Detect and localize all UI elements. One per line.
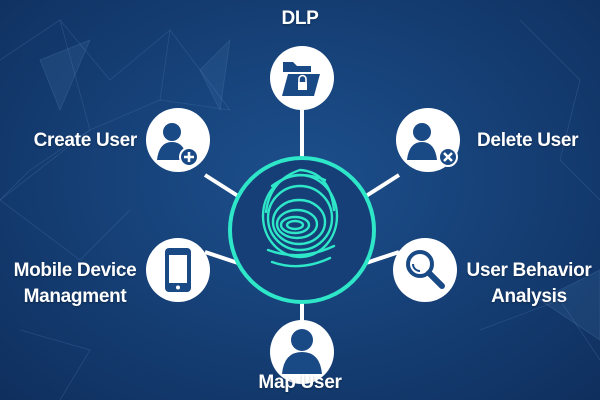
label-map-user: Map User (258, 372, 342, 393)
node-mobile-device-management[interactable] (146, 238, 210, 302)
magnifier-icon (406, 250, 445, 289)
label-line-1: User Behavior (466, 260, 592, 281)
label-create-user: Create User (33, 130, 138, 151)
connector-lines (203, 110, 401, 322)
user-remove-icon (407, 123, 458, 167)
label-line-1: Mobile Device (13, 260, 137, 281)
label-delete-user: Delete User (477, 130, 579, 151)
user-add-icon (157, 123, 199, 167)
label-line-2: Managment (23, 286, 127, 307)
label-dlp: DLP (281, 8, 319, 29)
label-user-behavior-analysis: User Behavior Analysis (458, 258, 600, 310)
node-map-user[interactable] (270, 320, 334, 384)
center-fingerprint-node[interactable] (228, 156, 376, 304)
node-delete-user[interactable] (396, 108, 460, 172)
fingerprint-icon (261, 168, 339, 268)
user-icon (282, 329, 322, 374)
label-line-2: Analysis (491, 286, 567, 307)
node-dlp[interactable] (270, 46, 334, 110)
node-user-behavior-analysis[interactable] (393, 238, 457, 302)
background-network (0, 19, 600, 400)
node-create-user[interactable] (146, 108, 210, 172)
folder-lock-icon (282, 62, 320, 96)
label-mobile-device-management: Mobile Device Managment (0, 258, 150, 310)
mobile-phone-icon (165, 248, 191, 292)
